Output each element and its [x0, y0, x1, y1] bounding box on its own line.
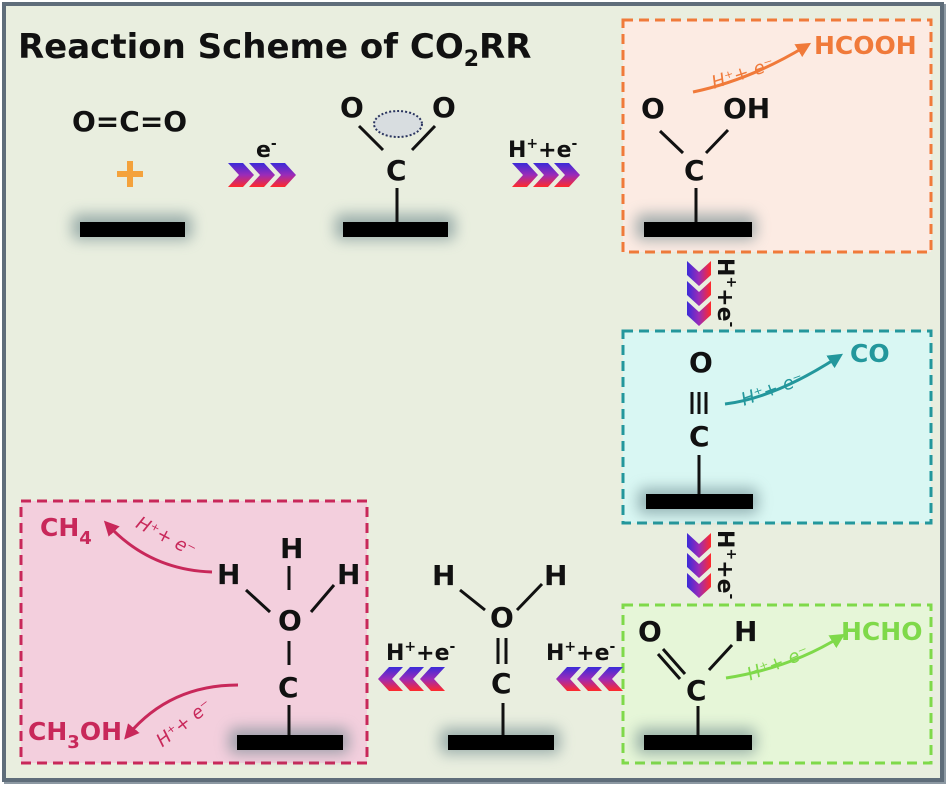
surface-6 [440, 728, 560, 754]
svg-text:C: C [278, 671, 299, 704]
cooh-intermediate: O OH C [641, 92, 770, 222]
svg-text:O: O [490, 601, 514, 634]
svg-text:H: H [217, 558, 240, 591]
svg-text:O: O [278, 604, 302, 637]
hcooh-arrow [692, 42, 812, 94]
cho-intermediate: O H C [638, 615, 757, 735]
svg-text:O: O [432, 91, 456, 124]
svg-text:O: O [638, 615, 662, 648]
step2-label: H++e- [508, 136, 578, 163]
surface-7 [229, 728, 349, 754]
step1-label: e- [256, 136, 277, 163]
vertical-step-label-2: H++e- [712, 530, 739, 600]
svg-text:O: O [689, 346, 713, 379]
svg-text:H: H [432, 559, 455, 592]
svg-text:H: H [734, 615, 757, 648]
chevron-down-icon [687, 533, 711, 598]
ch3oh-product: CH3OH [28, 717, 122, 753]
surface-2 [335, 214, 455, 240]
chevron-right-icon [228, 163, 296, 187]
svg-text:H: H [280, 532, 303, 565]
svg-text:O: O [340, 91, 364, 124]
svg-text:OH: OH [723, 92, 770, 125]
svg-text:O: O [641, 92, 665, 125]
chevron-left-icon [378, 667, 445, 691]
svg-text:C: C [689, 420, 710, 453]
co-intermediate: O C [689, 346, 713, 494]
surface-3 [636, 214, 756, 240]
vertical-step-label-1: H++e- [712, 258, 739, 328]
co-arrow [724, 353, 844, 406]
ch4-product: CH4 [40, 513, 92, 549]
hcooh-box [621, 18, 933, 254]
ch4-arrow [103, 520, 213, 574]
svg-text:C: C [386, 154, 407, 187]
svg-text:C: C [686, 674, 707, 707]
svg-text:C: C [684, 154, 705, 187]
co2-adsorbed: O O C [340, 91, 456, 222]
step5-label: H++e- [546, 639, 616, 666]
diagram-title: Reaction Scheme of CO2RR [18, 27, 531, 72]
surface-5 [636, 728, 756, 754]
surface-1 [72, 214, 192, 240]
hcooh-product: HCOOH [814, 31, 917, 60]
chevron-down-icon [687, 261, 711, 326]
step6-label: H++e- [386, 639, 456, 666]
plus-icon [117, 161, 143, 187]
ch3oh-arrow [124, 683, 239, 740]
final-intermediate: H H H O C [217, 532, 360, 735]
ch4-ch3oh-box [19, 499, 369, 765]
electron-cloud-icon [373, 110, 423, 138]
surface-4 [638, 488, 758, 514]
chevron-left-icon [556, 667, 623, 691]
svg-text:H: H [544, 559, 567, 592]
co2-molecule: O=C=O [72, 105, 187, 138]
svg-text:C: C [491, 667, 512, 700]
chevron-right-icon [512, 163, 580, 187]
co-product: CO [850, 339, 890, 368]
svg-text:H: H [337, 558, 360, 591]
hcho-arrow [725, 633, 846, 680]
choh-intermediate: H H O C [432, 559, 567, 735]
hcho-product: HCHO [841, 617, 922, 646]
